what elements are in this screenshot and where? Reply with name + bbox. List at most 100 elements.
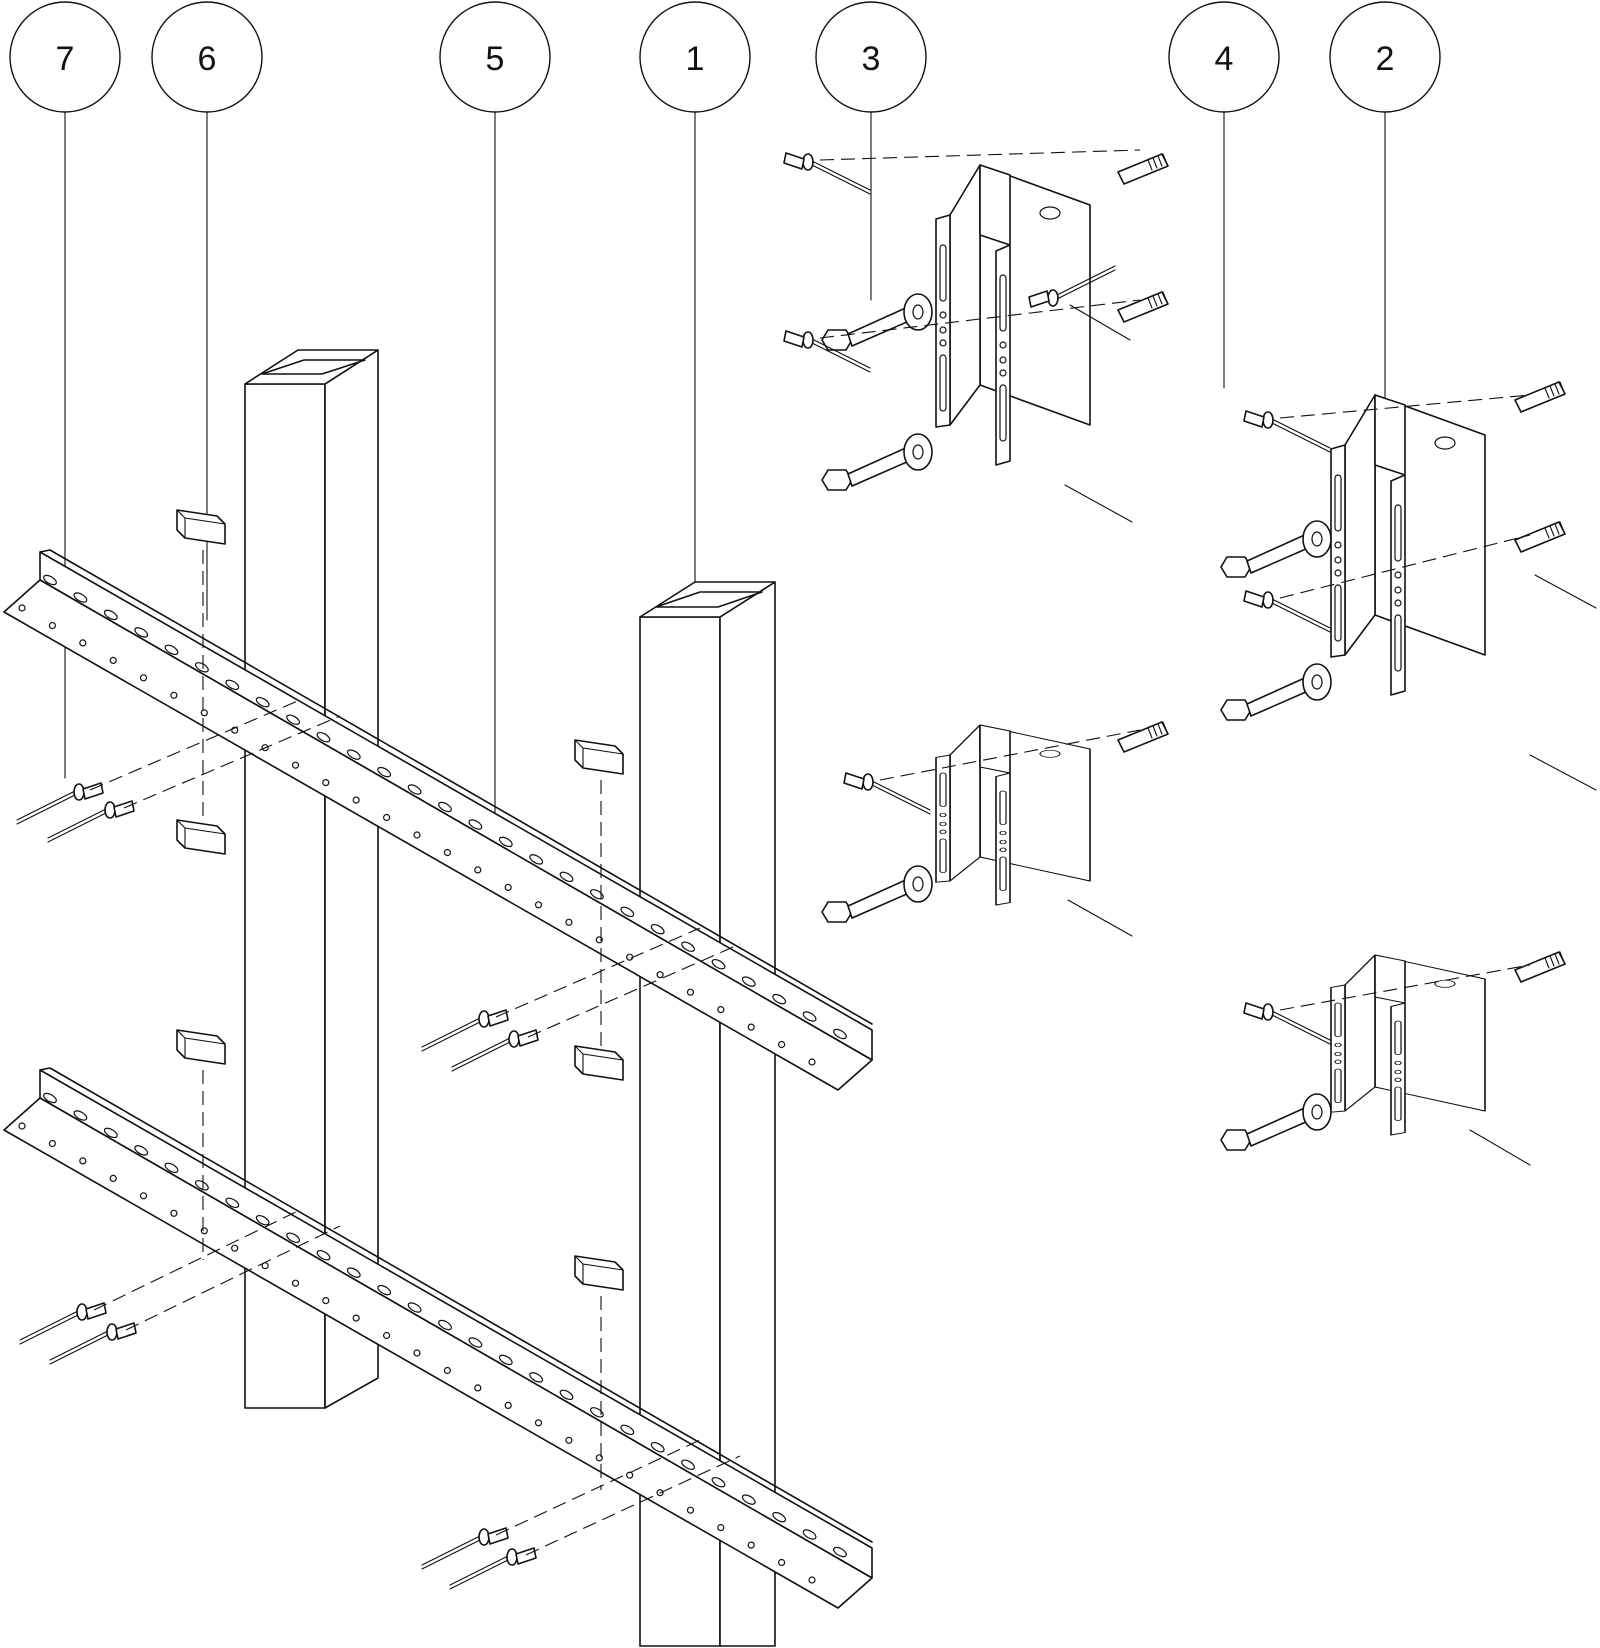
rail-hole: [200, 1227, 208, 1235]
rail-hole: [139, 674, 148, 682]
rail-slot: [559, 871, 574, 883]
rail-slot: [407, 1302, 422, 1313]
rail-slot: [802, 1529, 817, 1540]
rail-hole: [534, 901, 543, 909]
rail-hole: [808, 1058, 816, 1066]
rail-hole: [383, 813, 391, 822]
rail-hole: [109, 1174, 117, 1183]
leader-lines: [64, 111, 1386, 821]
callout-6: 6: [151, 1, 263, 113]
rail-slot: [559, 1389, 574, 1401]
rail-slot: [346, 749, 361, 760]
rail-slot: [255, 1214, 270, 1226]
rail-hole: [443, 1366, 451, 1375]
callout-4: 4: [1168, 1, 1280, 113]
rail-slot: [103, 1127, 118, 1139]
rail-slot: [194, 1180, 209, 1191]
rail-hole: [18, 604, 26, 612]
rail-hole: [656, 971, 664, 979]
shim-pads: [176, 509, 624, 1490]
rail-hole: [777, 1558, 786, 1567]
rail-slot: [43, 1092, 57, 1104]
rail-slot: [620, 1424, 635, 1436]
rail-hole: [717, 1005, 725, 1014]
rail-slot: [620, 906, 635, 918]
rail-slot: [468, 819, 483, 830]
rail-slot: [164, 644, 179, 656]
rail-slot: [529, 1372, 544, 1383]
rail-hole: [565, 1436, 573, 1444]
rail-slot: [529, 854, 544, 865]
callout-7: 7: [9, 1, 121, 113]
rail-hole: [686, 1506, 695, 1514]
rail-hole: [79, 1157, 87, 1165]
rail-hole: [413, 1349, 421, 1357]
rail-slot: [498, 1354, 513, 1366]
rail-slot: [438, 1319, 452, 1331]
callout-5-label: 5: [486, 40, 505, 78]
rail-slot: [498, 836, 513, 848]
brackets: [935, 164, 1486, 1136]
rail-hole: [504, 1401, 512, 1410]
rail-hole: [352, 796, 360, 804]
rail-hole: [534, 1419, 543, 1427]
rail-slot: [286, 714, 301, 725]
rail-hole: [717, 1523, 725, 1532]
rail-hole: [474, 866, 482, 874]
horizontal-rail-lower: [3, 1067, 873, 1609]
rail-slot: [589, 889, 604, 900]
rail-slot: [346, 1267, 361, 1278]
rivets-brackets: [783, 149, 1597, 1166]
rail-slot: [225, 679, 240, 691]
rail-slot: [377, 766, 392, 778]
rail-slot: [134, 627, 149, 638]
rail-slot: [438, 801, 452, 813]
callout-6-label: 6: [198, 40, 217, 78]
rail-slot: [103, 609, 118, 621]
rail-slot: [73, 1110, 88, 1121]
rail-hole: [139, 1192, 148, 1200]
callouts: 7 6 5 1 3 4 2: [9, 1, 1441, 113]
rail-hole: [777, 1040, 786, 1049]
rail-slot: [681, 941, 696, 952]
rail-hole: [109, 656, 117, 665]
rail-slot: [833, 1546, 847, 1558]
vertical-post-left: [244, 349, 379, 1409]
rail-hole: [322, 1296, 330, 1305]
rail-slot: [164, 1162, 179, 1174]
rail-slot: [73, 592, 88, 603]
rail-hole: [170, 691, 178, 699]
rail-slot: [650, 1441, 665, 1453]
rail-hole: [383, 1331, 391, 1340]
horizontal-rail-upper: [3, 549, 873, 1091]
rail-hole: [79, 639, 87, 647]
callout-3-label: 3: [862, 40, 881, 78]
rail-hole: [18, 1122, 26, 1130]
rail-hole: [747, 1541, 755, 1549]
rail-slot: [741, 1494, 756, 1505]
rail-hole: [231, 1244, 239, 1252]
callout-2: 2: [1329, 1, 1441, 113]
rail-hole: [322, 778, 330, 787]
callout-1: 1: [639, 1, 751, 113]
rail-hole: [48, 621, 57, 630]
rail-hole: [474, 1384, 482, 1392]
rail-hole: [443, 848, 451, 857]
rail-slot: [468, 1337, 483, 1348]
rail-slot: [377, 1284, 392, 1296]
rail-slot: [286, 1232, 301, 1243]
rail-slot: [316, 1249, 331, 1261]
rail-hole: [291, 1279, 300, 1287]
rail-slot: [407, 784, 422, 795]
rail-slot: [711, 958, 726, 970]
rail-slot: [711, 1476, 726, 1488]
rail-hole: [48, 1139, 57, 1148]
rail-slot: [225, 1197, 240, 1209]
callout-2-label: 2: [1376, 40, 1395, 78]
rail-slot: [772, 1511, 787, 1523]
rail-slot: [741, 976, 756, 987]
rail-hole: [504, 883, 512, 892]
callout-1-label: 1: [686, 40, 705, 78]
